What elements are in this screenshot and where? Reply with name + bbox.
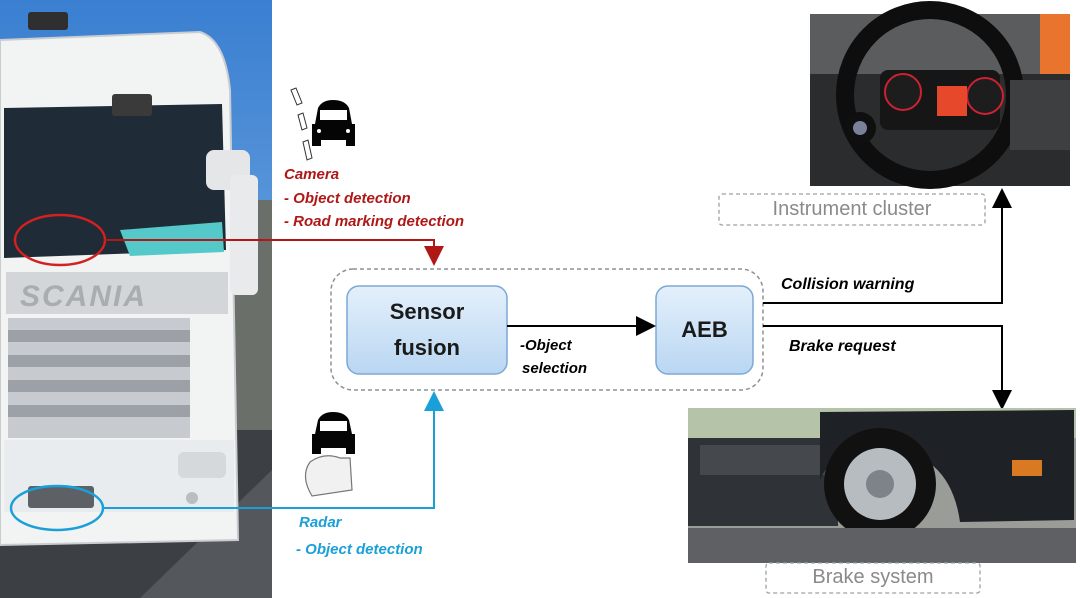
system-dashed-boundary — [330, 268, 764, 391]
camera-car-icon — [290, 87, 355, 161]
camera-object-detection: - Object detection — [284, 190, 411, 207]
radar-car-icon — [304, 412, 355, 497]
aeb-box — [655, 285, 754, 375]
radar-signal-line — [103, 391, 444, 509]
camera-signal-line — [105, 239, 444, 266]
instrument-cluster-caption: Instrument cluster — [772, 198, 932, 220]
sensor-fusion-box — [346, 285, 508, 375]
brake-system-photo — [688, 408, 1076, 563]
brake-system-caption-box — [765, 562, 981, 594]
brake-request-arrow — [763, 325, 1012, 410]
instrument-cluster-photo — [810, 1, 1070, 189]
brake-system-caption: Brake system — [812, 566, 934, 588]
camera-road-marking-detection: - Road marking detection — [284, 213, 465, 230]
sensor-fusion-line1: Sensor — [389, 299, 465, 324]
camera-title: Camera — [284, 166, 340, 183]
object-selection-line1: -Object — [520, 337, 572, 354]
instrument-cluster-caption-box — [718, 193, 986, 226]
collision-warning-label: Collision warning — [781, 276, 915, 293]
aeb-label: AEB — [681, 317, 728, 342]
truck-photo — [0, 0, 272, 598]
truck-brand-text: SCANIA — [20, 280, 147, 313]
radar-object-detection: - Object detection — [296, 541, 423, 558]
radar-title: Radar — [299, 514, 342, 531]
brake-request-label: Brake request — [789, 338, 896, 355]
sensor-fusion-line2: fusion — [394, 335, 460, 360]
collision-warning-arrow — [763, 188, 1012, 304]
object-selection-line2: selection — [522, 360, 588, 377]
